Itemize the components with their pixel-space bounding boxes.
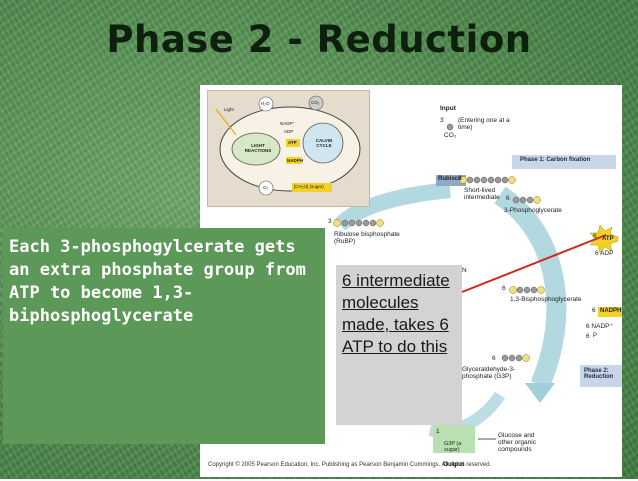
nadph-label: NADPH [600, 308, 621, 314]
bpg-label: 1,3-Bisphosphoglycerate [510, 296, 582, 303]
rubisco-count: 3 [458, 175, 462, 182]
inset-nadph: NADPH [287, 158, 303, 163]
g3p-count: 6 [492, 355, 496, 362]
rubp-count: 3 [328, 218, 332, 225]
rubp-label: Ribulose bisphosphate (RuBP) [334, 231, 404, 245]
inset-co2: CO₂ [311, 100, 320, 105]
cycle-arrowhead-right [525, 383, 555, 403]
pi-count: 6 [586, 333, 590, 340]
glucose-label: Glucose and other organic compounds [498, 432, 548, 453]
chloroplast-inset: Light H₂O CO₂ NADP⁺ ADP LIGHT REACTIONS … [207, 90, 370, 207]
nadp-label: 6 NADP⁺ [586, 322, 613, 330]
inset-light: Light [224, 107, 234, 112]
3pg-count: 6 [506, 195, 510, 202]
phase1-label: Phase 1: Carbon fixation [516, 155, 594, 165]
inset-nadp: NADP⁺ [280, 121, 295, 127]
inset-calvin-cycle: CALVIN CYCLE [312, 138, 336, 148]
inset-light-reactions: LIGHT REACTIONS [244, 143, 272, 153]
input-note: (Entering one at a time) [458, 117, 518, 131]
g3p-output-count: 1 [436, 428, 440, 435]
bpg-count: 6 [502, 285, 506, 292]
phase2-label: Phase 2: Reduction [580, 366, 622, 382]
inset-o2: O₂ [263, 185, 268, 190]
slide-title: Phase 2 - Reduction [0, 18, 638, 61]
3pg-label: 3-Phosphoglycerate [504, 207, 562, 214]
inset-sugar: [CH₂O] (sugar) [294, 184, 324, 189]
copyright-text: Copyright © 2005 Pearson Education, Inc.… [208, 462, 491, 468]
input-count: 3 [440, 117, 444, 124]
atp-count: 6 [593, 233, 597, 240]
inset-adp: ADP [284, 129, 293, 134]
partial-n-label: N [462, 267, 467, 274]
adp-label: 6 ADP [595, 250, 613, 257]
g3p-output-label: G3P (a sugar) [444, 441, 474, 453]
nadph-count: 6 [592, 307, 596, 314]
g3p-label: Glyceraldehyde-3-phosphate (G3P) [462, 366, 542, 380]
input-label: Input [440, 105, 456, 112]
co2-label: CO₂ [444, 132, 456, 139]
note-text: 6 intermediate molecules made, takes 6 A… [342, 270, 460, 358]
atp-label: ATP [602, 236, 614, 242]
inset-atp: ATP [288, 140, 297, 145]
pi-label: P [593, 333, 597, 339]
caption-text: Each 3-phosphogylcerate gets an extra ph… [9, 236, 319, 328]
inset-h2o: H₂O [261, 101, 270, 106]
